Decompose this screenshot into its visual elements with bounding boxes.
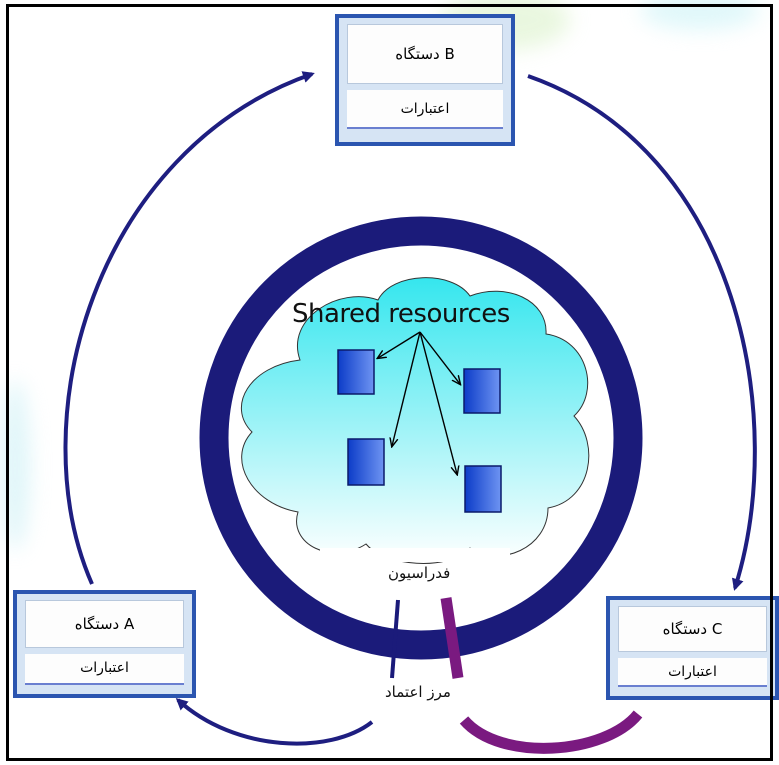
resource-block-1 xyxy=(337,349,375,395)
shared-resources-cloud xyxy=(241,277,590,564)
device-a-name: دستگاه A xyxy=(25,600,184,648)
device-c-box: دستگاه C اعتبارات xyxy=(606,596,779,700)
device-b-credentials: اعتبارات xyxy=(347,90,503,130)
device-c-credentials: اعتبارات xyxy=(618,657,767,688)
resource-arrow-2 xyxy=(419,331,460,384)
arrow-a-to-b xyxy=(63,71,315,585)
resource-block-4 xyxy=(464,465,502,513)
resource-block-2 xyxy=(463,368,501,414)
shared-resources-label: Shared resources xyxy=(292,299,510,329)
trust-boundary-curve xyxy=(459,710,643,754)
device-b-box: دستگاه B اعتبارات xyxy=(335,14,515,146)
federation-label: فدراسیون xyxy=(388,564,451,582)
cloud-bottom-fade xyxy=(320,548,510,562)
trust-boundary-line-right xyxy=(440,597,464,679)
resource-arrow-1 xyxy=(378,331,421,358)
arrow-b-to-c xyxy=(527,74,757,591)
device-a-credentials: اعتبارات xyxy=(25,653,184,685)
resource-block-3 xyxy=(347,438,385,486)
resource-arrow-3 xyxy=(392,331,421,446)
trust-boundary-line-left xyxy=(390,599,400,679)
resource-arrow-4 xyxy=(419,331,457,474)
trust-boundary-label: مرز اعتماد xyxy=(385,683,451,701)
device-b-name: دستگاه B xyxy=(347,24,503,85)
federation-ring xyxy=(199,216,643,660)
device-a-box: دستگاه A اعتبارات xyxy=(13,590,196,698)
arrow-bottom-to-a xyxy=(175,697,374,746)
background-glow-cyan xyxy=(0,380,30,550)
device-c-name: دستگاه C xyxy=(618,606,767,652)
